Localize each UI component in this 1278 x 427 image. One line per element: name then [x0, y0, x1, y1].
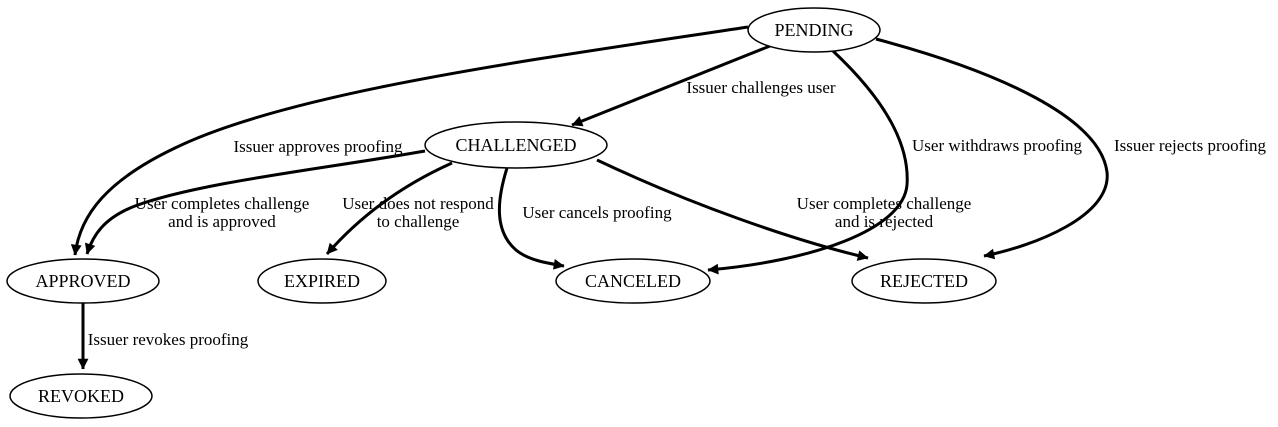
node-rejected-label: REJECTED: [880, 271, 968, 291]
node-expired-shape: [257, 258, 387, 304]
node-revoked-label: REVOKED: [38, 386, 124, 406]
node-canceled-shape: [555, 258, 711, 304]
edge-label-issuer-revokes-proofing: Issuer revokes proofing: [88, 330, 249, 349]
node-pending-shape: [747, 7, 881, 53]
node-pending-label: PENDING: [775, 20, 854, 40]
edge-challenged-to-canceled: [498, 167, 565, 270]
node-canceled-label: CANCELED: [585, 271, 681, 291]
node-approved-shape: [6, 258, 160, 304]
edge-label-user-withdraws-proofing: User withdraws proofing: [912, 136, 1082, 155]
edge-label-user-does-not-respond-line2: to challenge: [377, 212, 460, 231]
edge-label-user-completes-challenge-approved-line1: User completes challenge: [135, 194, 310, 213]
node-revoked: REVOKED: [9, 373, 153, 419]
node-rejected-shape: [851, 258, 997, 304]
node-challenged-shape: [424, 121, 608, 169]
edge-pending-to-rejected: [875, 37, 1109, 260]
edge-challenged-to-rejected: [596, 158, 869, 261]
node-approved-label: APPROVED: [35, 271, 130, 291]
edge-label-issuer-approves-proofing: Issuer approves proofing: [233, 137, 403, 156]
edge-challenged-to-expired: [325, 161, 453, 255]
edge-label-issuer-rejects-proofing: Issuer rejects proofing: [1114, 136, 1267, 155]
edge-label-user-completes-challenge-rejected-line2: and is rejected: [835, 212, 934, 231]
node-rejected: REJECTED: [851, 258, 997, 304]
edge-label-issuer-challenges-user: Issuer challenges user: [686, 78, 836, 97]
node-pending: PENDING: [747, 7, 881, 53]
node-challenged-label: CHALLENGED: [456, 135, 577, 155]
node-expired-label: EXPIRED: [284, 271, 360, 291]
edge-pending-to-canceled: [707, 49, 909, 275]
edge-challenged-to-approved: [84, 149, 426, 255]
node-approved: APPROVED: [6, 258, 160, 304]
edge-pending-to-approved: [70, 25, 749, 256]
node-canceled: CANCELED: [555, 258, 711, 304]
node-challenged: CHALLENGED: [424, 121, 608, 169]
edge-label-user-completes-challenge-rejected-line1: User completes challenge: [797, 194, 972, 213]
edge-label-user-does-not-respond-line1: User does not respond: [342, 194, 494, 213]
node-revoked-shape: [9, 373, 153, 419]
node-expired: EXPIRED: [257, 258, 387, 304]
edge-label-user-completes-challenge-approved-line2: and is approved: [168, 212, 276, 231]
edge-label-user-cancels-proofing: User cancels proofing: [522, 203, 672, 222]
edge-pending-to-challenged: [571, 44, 771, 127]
